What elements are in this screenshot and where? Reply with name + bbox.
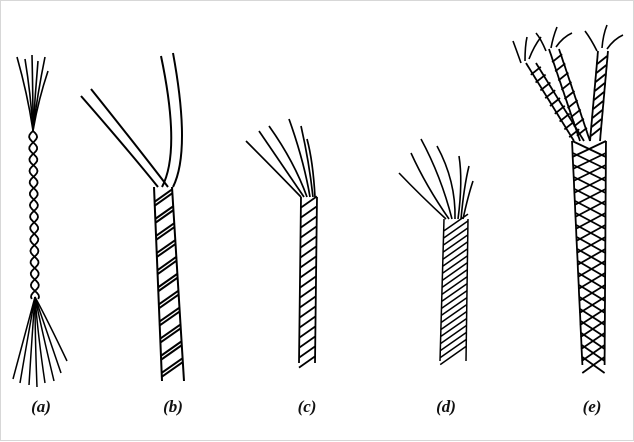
panel-label-e: (e) [583, 397, 602, 417]
rope-a-top-fibers [17, 55, 48, 131]
panel-label-b: (b) [163, 397, 183, 417]
rope-b-strands [81, 53, 182, 187]
rope-a [13, 55, 67, 387]
rope-e-body [572, 141, 606, 373]
rope-c-strands [246, 119, 315, 197]
rope-c-body [299, 196, 317, 367]
panel-label-d: (d) [436, 397, 456, 417]
panel-label-c: (c) [298, 397, 317, 417]
panel-label-a: (a) [31, 397, 51, 417]
rope-a-bottom-fibers [13, 297, 67, 387]
rope-e-branches [526, 49, 608, 141]
rope-b [81, 53, 184, 381]
rope-d [399, 139, 473, 365]
rope-a-twist [29, 131, 39, 299]
rope-c [246, 119, 317, 368]
rope-d-body [440, 214, 468, 365]
rope-b-body [154, 187, 184, 381]
rope-e [513, 25, 623, 373]
rope-d-strands [399, 139, 473, 219]
